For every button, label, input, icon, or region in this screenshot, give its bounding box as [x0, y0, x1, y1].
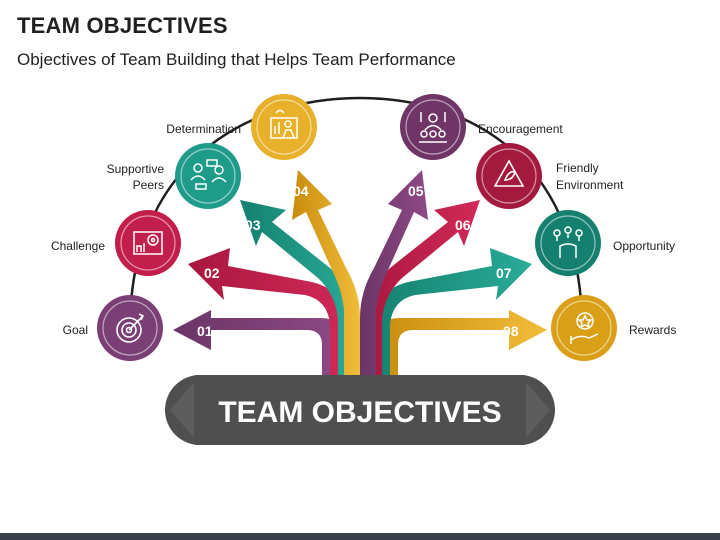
team-icon [190, 159, 227, 190]
arrow-number-03: 03 [245, 217, 261, 233]
label-challenge: Challenge [51, 239, 105, 253]
arrow-number-02: 02 [204, 265, 220, 281]
page-subtitle: Objectives of Team Building that Helps T… [17, 50, 456, 69]
objective-circle-07 [535, 210, 601, 276]
label-rewards: Rewards [629, 323, 676, 337]
label-friendly-line1: Friendly [556, 161, 599, 175]
objective-circle-02 [115, 210, 181, 276]
page-title: TEAM OBJECTIVES [17, 13, 228, 38]
objective-circle-05 [400, 94, 466, 160]
target-icon [116, 313, 145, 343]
objective-circle-06 [476, 143, 542, 209]
arrow-number-07: 07 [496, 265, 512, 281]
arrow-04 [292, 170, 360, 378]
award-icon [570, 312, 599, 344]
connector-arc [128, 96, 584, 329]
arrow-02 [188, 248, 352, 378]
arrow-number-06: 06 [455, 217, 471, 233]
gear-chart-icon [133, 231, 163, 255]
label-opportunity: Opportunity [613, 239, 675, 253]
objective-circle-01 [97, 295, 163, 361]
arrow-number-05: 05 [408, 183, 424, 199]
label-goal: Goal [63, 323, 88, 337]
presentation-icon [270, 109, 298, 139]
arrow-05 [360, 170, 428, 378]
arrow-number-08: 08 [503, 323, 519, 339]
arrow-number-01: 01 [197, 323, 213, 339]
objective-circle-08 [551, 295, 617, 361]
center-banner: TEAM OBJECTIVES [165, 375, 555, 445]
center-title: TEAM OBJECTIVES [218, 396, 501, 429]
arrow-07 [368, 248, 532, 378]
objective-circle-04 [251, 94, 317, 160]
arrow-08 [374, 310, 547, 378]
hand-ideas-icon [553, 226, 583, 258]
group-meeting-icon [419, 112, 447, 143]
label-friendly-line2: Environment [556, 178, 624, 192]
label-determination: Determination [166, 122, 241, 136]
label-supportive-line2: Peers [133, 178, 164, 192]
arrow-01 [173, 310, 346, 378]
recycle-icon [493, 159, 525, 187]
arrow-number-04: 04 [293, 183, 309, 199]
footer-bar [0, 533, 720, 540]
label-encouragement: Encouragement [478, 122, 563, 136]
objective-circle-03 [175, 143, 241, 209]
label-supportive-line1: Supportive [107, 162, 165, 176]
